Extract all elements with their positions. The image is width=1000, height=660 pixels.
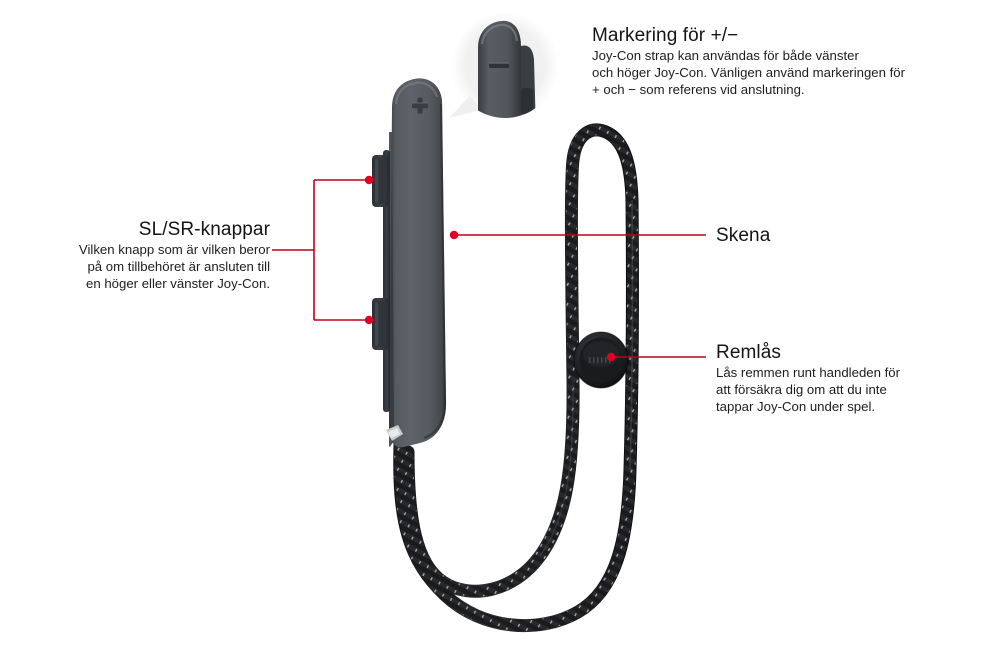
annotation-slsr: SL/SR-knappar Vilken knapp som är vilken… <box>10 218 270 293</box>
annotation-skena-heading: Skena <box>716 225 771 246</box>
annotation-plusminus-heading: Markering för +/− <box>592 25 739 46</box>
leader-slsr <box>272 175 374 325</box>
wrist-cord <box>393 123 639 633</box>
leader-lines <box>272 175 706 362</box>
annotation-slsr-heading: SL/SR-knappar <box>138 219 270 240</box>
leader-remlas <box>606 352 706 362</box>
annotation-plusminus: Markering för +/− Joy-Con strap kan anvä… <box>592 24 905 99</box>
annotation-remlas-line-1: Lås remmen runt handleden för <box>716 365 901 380</box>
magnifier-callout <box>449 12 559 120</box>
annotation-plusminus-line-2: och höger Joy-Con. Vänligen använd marke… <box>592 65 906 81</box>
leader-skena <box>449 230 706 240</box>
annotation-remlas-line-2: att försäkra dig om att du inte <box>716 382 887 398</box>
annotation-slsr-line-3: en höger eller vänster Joy-Con. <box>86 276 270 292</box>
plus-marking <box>412 97 428 114</box>
sl-button[interactable] <box>372 155 389 207</box>
sr-button[interactable] <box>372 298 389 350</box>
annotation-remlas-line-3: tappar Joy-Con under spel. <box>716 399 876 415</box>
strap-lock[interactable] <box>573 331 629 389</box>
annotation-remlas-heading: Remlås <box>716 342 782 363</box>
joycon-strap-body <box>372 78 447 448</box>
annotation-slsr-line-2: på om tillbehöret är ansluten till <box>87 259 270 275</box>
cord-anchor <box>386 425 403 441</box>
annotation-skena: Skena <box>716 224 770 247</box>
annotation-plusminus-line-1: Joy-Con strap kan användas för både väns… <box>592 48 859 63</box>
annotation-slsr-line-1: Vilken knapp som är vilken beror <box>78 242 270 257</box>
annotation-plusminus-line-3: + och − som referens vid anslutning. <box>592 82 805 98</box>
annotation-remlas: Remlås Lås remmen runt handleden för att… <box>716 341 900 416</box>
